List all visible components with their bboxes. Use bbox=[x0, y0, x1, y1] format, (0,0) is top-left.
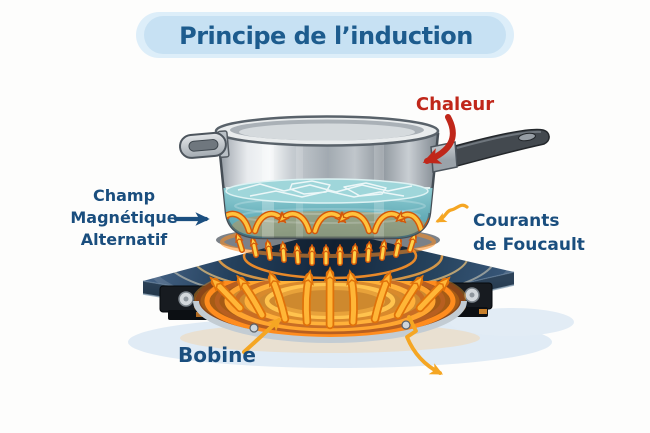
coil-label-arrow bbox=[242, 317, 282, 354]
flux-contact-arrows bbox=[235, 237, 417, 266]
magnetic-field-arrows bbox=[215, 274, 445, 330]
label-eddy-currents: Courants de Foucault bbox=[473, 211, 585, 255]
label-heat: Chaleur bbox=[416, 94, 494, 115]
label-magnetic-field: Champ Magnétique Alternatif bbox=[70, 186, 177, 249]
label-coil: Bobine bbox=[178, 343, 256, 367]
pot-left-handle bbox=[178, 130, 230, 159]
label-magnetic-line3: Alternatif bbox=[81, 230, 169, 249]
heat-arrow bbox=[422, 114, 456, 164]
coil-rim-band bbox=[193, 300, 467, 343]
label-eddy-line2: de Foucault bbox=[473, 235, 585, 255]
pot-rim bbox=[214, 115, 440, 147]
eddy-current-label-arrow bbox=[435, 203, 469, 223]
label-magnetic-line1: Champ bbox=[93, 186, 155, 205]
water-surface bbox=[225, 178, 429, 204]
current-out-arrow bbox=[405, 315, 444, 375]
label-eddy-line1: Courants bbox=[473, 211, 559, 231]
page-title: Principe de l’induction bbox=[179, 22, 473, 50]
label-magnetic-line2: Magnétique bbox=[70, 208, 177, 227]
title-banner bbox=[136, 12, 514, 58]
